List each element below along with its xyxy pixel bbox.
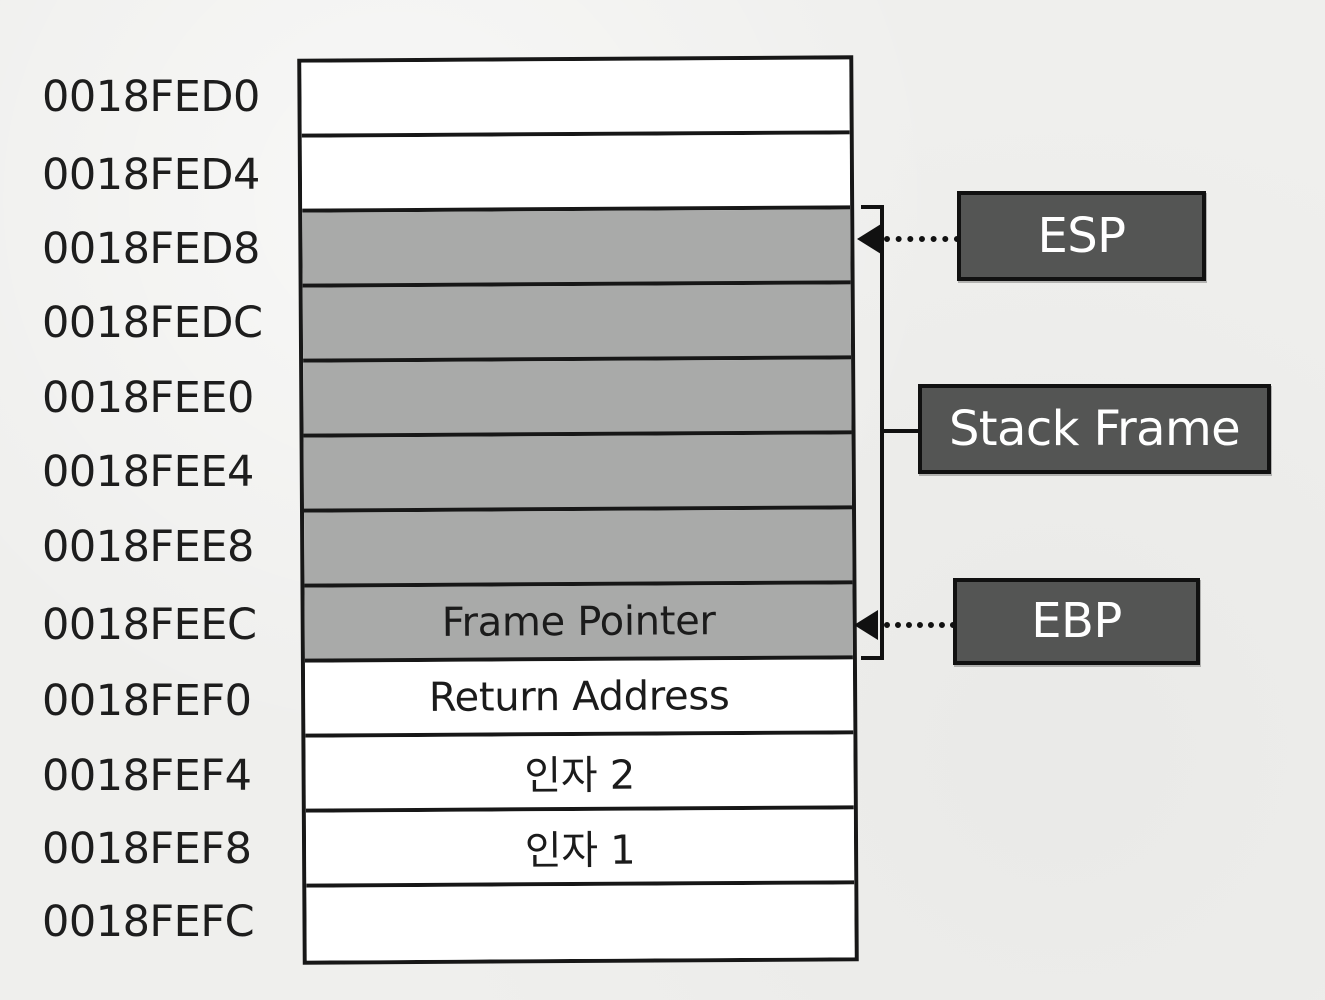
argument-2-slot: 인자 2 [305,734,854,813]
memory-address: 0018FEE0 [42,373,254,423]
stack-frame-slot [303,434,853,513]
memory-address: 0018FEF4 [42,751,252,801]
stack-frame-slot [303,359,852,438]
memory-address: 0018FEF0 [42,676,252,726]
ebp-label-box: EBP [953,578,1200,665]
memory-address: 0018FEDC [42,298,263,348]
memory-address: 0018FED8 [42,224,260,274]
stack-memory-table: Frame Pointer Return Address 인자 2 인자 1 [297,55,859,965]
memory-address: 0018FED4 [42,150,260,200]
memory-address: 0018FEE8 [42,522,254,572]
stack-frame-bracket-connector [884,429,920,433]
frame-pointer-slot: Frame Pointer [304,584,853,663]
stack-frame-label: Stack Frame [948,401,1241,457]
esp-label-box: ESP [957,191,1206,281]
return-address-slot: Return Address [304,659,854,738]
stack-slot [301,59,850,138]
memory-address: 0018FEEC [42,600,257,650]
return-address-label: Return Address [428,672,730,721]
memory-address: 0018FED0 [42,72,260,122]
stack-slot [306,884,855,963]
stack-slot [301,134,851,213]
argument-1-label: 인자 1 [524,827,636,874]
stack-frame-label-box: Stack Frame [918,384,1271,474]
stack-frame-slot [302,284,852,363]
memory-address: 0018FEF8 [42,824,252,874]
memory-address-column: 0018FED0 0018FED4 0018FED8 0018FEDC 0018… [42,60,272,960]
ebp-dotted-connector [884,622,956,628]
ebp-arrow-head-icon [854,610,878,640]
esp-label: ESP [1037,208,1127,264]
argument-1-slot: 인자 1 [305,809,855,888]
argument-2-label: 인자 2 [524,752,636,799]
stack-frame-bracket [861,205,884,660]
memory-address: 0018FEFC [42,897,255,947]
frame-pointer-label: Frame Pointer [441,597,716,646]
esp-arrow-head-icon [857,224,881,254]
esp-dotted-connector [884,236,960,242]
ebp-label: EBP [1031,593,1122,649]
stack-frame-slot [302,209,851,288]
stack-frame-slot [304,509,853,588]
memory-address: 0018FEE4 [42,447,254,497]
